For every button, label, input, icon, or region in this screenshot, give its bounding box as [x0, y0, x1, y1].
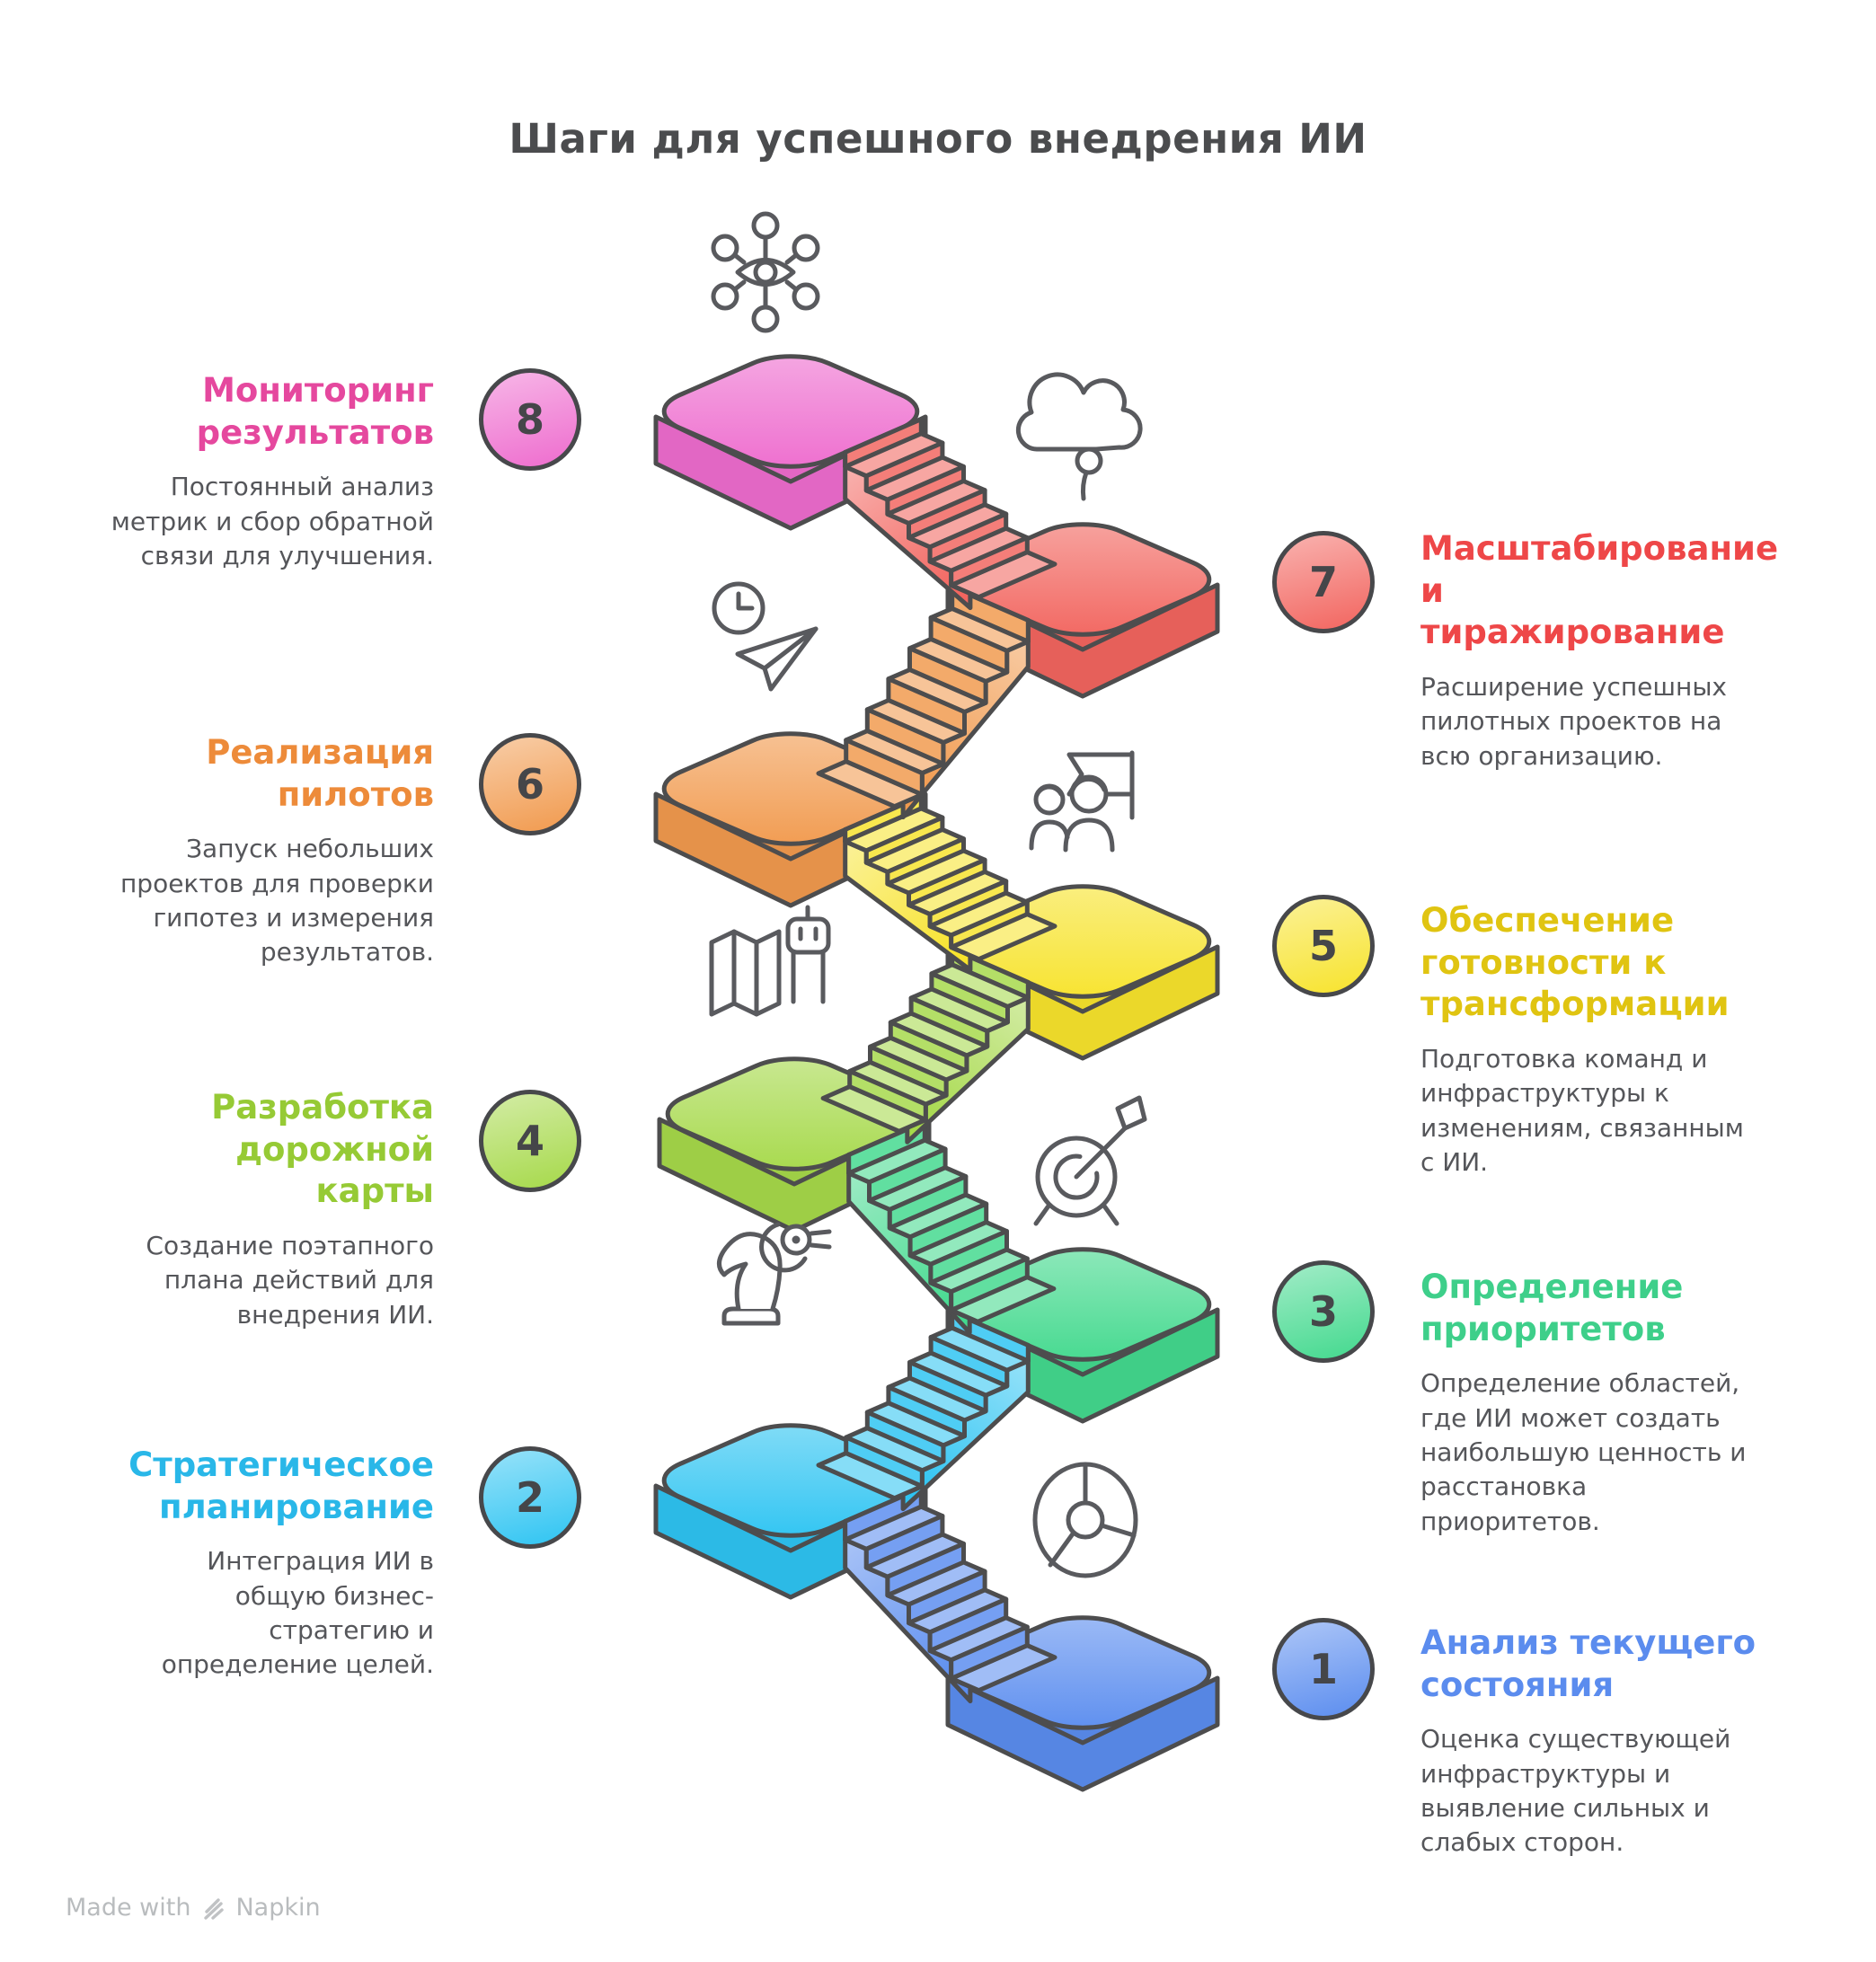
step-1-title: Анализ текущего состояния — [1420, 1623, 1757, 1704]
made-with-napkin: Made with Napkin — [66, 1894, 321, 1922]
staircase-7-to-6 — [816, 585, 1031, 820]
step-7-description: Расширение успешных пилотных проектов на… — [1420, 671, 1727, 771]
network-eye-icon — [711, 211, 820, 333]
pie-chart-icon — [1032, 1462, 1138, 1578]
chess-knight-icon — [717, 1222, 832, 1326]
clock-airplane-icon — [712, 581, 819, 692]
page-title: Шаги для успешного внедрения ИИ — [509, 115, 1367, 164]
staircase-5-to-4 — [820, 947, 1031, 1144]
step-1-number-badge: 1 — [1272, 1618, 1375, 1720]
platform-step-8 — [653, 347, 928, 531]
target-arrow-icon — [1033, 1095, 1147, 1226]
staircase-6-to-5 — [843, 794, 1057, 973]
napkin-logo-icon — [204, 1897, 225, 1920]
staircase-3-to-2 — [816, 1310, 1031, 1512]
staircase-4-to-3 — [846, 1119, 1057, 1335]
step-7-number-badge: 7 — [1272, 531, 1375, 633]
step-6-description: Запуск небольших проектов для проверки г… — [119, 834, 434, 968]
step-8-description: Постоянный анализ метрик и сбор обратной… — [111, 472, 434, 570]
step-3-number-badge: 3 — [1272, 1260, 1375, 1363]
cloud-balloon-icon — [1015, 372, 1143, 501]
map-robot-icon — [709, 905, 831, 1017]
step-2-description: Интеграция ИИ в общую бизнес-стратегию и… — [161, 1546, 434, 1680]
step-2-number-badge: 2 — [479, 1446, 581, 1549]
step-4-number-badge: 4 — [479, 1090, 581, 1192]
step-1-description: Оценка существующей инфраструктуры и выя… — [1420, 1724, 1731, 1858]
step-5-number-badge: 5 — [1272, 895, 1375, 997]
step-7-title: Масштабирование и тиражирование — [1420, 529, 1779, 652]
step-5-title: Обеспечение готовности к трансформации — [1420, 901, 1730, 1024]
step-8-number-badge: 8 — [479, 368, 581, 471]
step-3-title: Определение приоритетов — [1420, 1268, 1684, 1348]
staircase-8-to-7 — [843, 417, 1057, 611]
step-4-description: Создание поэтапного плана действий для в… — [146, 1230, 434, 1330]
step-4-title: Разработка дорожной карты — [211, 1088, 434, 1211]
brand-label: Napkin — [235, 1894, 321, 1922]
staircase-2-to-1 — [843, 1486, 1057, 1704]
step-3-description: Определение областей, где ИИ может созда… — [1420, 1368, 1747, 1536]
step-2-title: Стратегическое планирование — [128, 1445, 434, 1526]
made-with-label: Made with — [66, 1894, 191, 1922]
step-5-description: Подготовка команд и инфраструктуры к изм… — [1420, 1043, 1744, 1177]
step-8-title: Мониторинг результатов — [196, 371, 434, 452]
step-6-title: Реализация пилотов — [206, 733, 434, 814]
flag-people-icon — [1029, 750, 1135, 853]
step-6-number-badge: 6 — [479, 733, 581, 835]
